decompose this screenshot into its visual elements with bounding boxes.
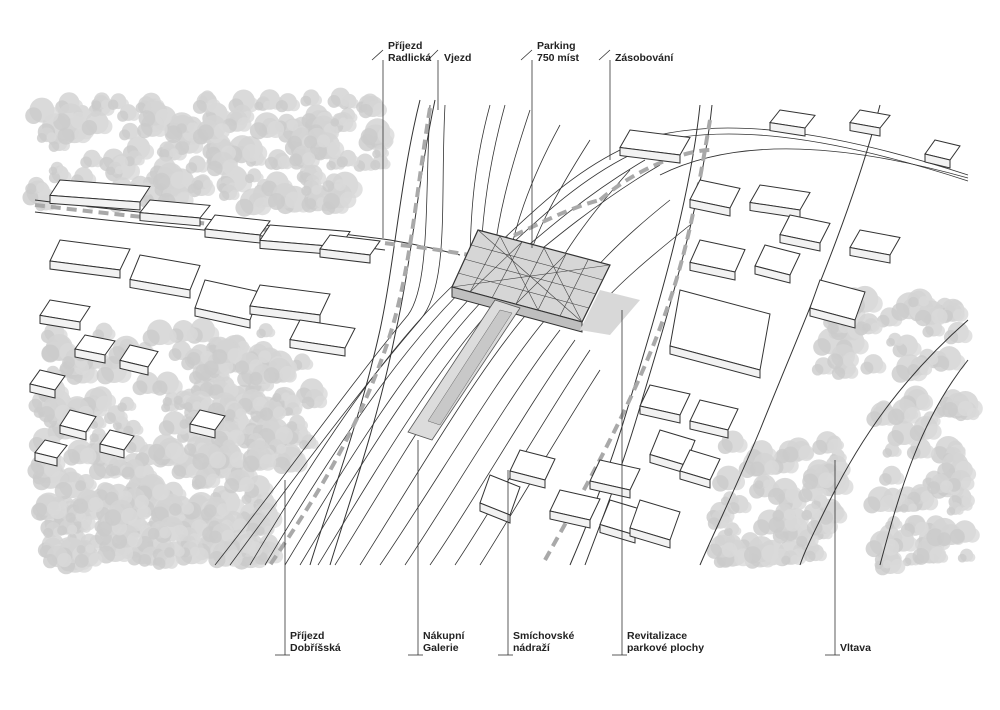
building [74, 334, 116, 364]
building [849, 109, 891, 137]
building [619, 129, 691, 164]
tree-icon [107, 93, 129, 110]
building [59, 409, 97, 441]
building [809, 279, 866, 329]
tree-icon [957, 548, 976, 563]
building [289, 319, 356, 357]
building [639, 384, 691, 424]
tree-icon [327, 87, 354, 108]
building [34, 439, 68, 467]
tree-icon [360, 118, 395, 146]
tree-icon [879, 465, 905, 486]
parking-structure [451, 229, 611, 333]
building [99, 429, 135, 459]
building [119, 344, 159, 376]
tree-icon [192, 91, 221, 114]
tree-icon [148, 434, 183, 461]
building [849, 229, 901, 264]
building [39, 299, 91, 331]
building [129, 254, 201, 299]
tree-icon [25, 176, 48, 195]
leader-lines [275, 49, 840, 656]
building [479, 474, 521, 524]
building [769, 109, 816, 137]
building [319, 234, 381, 264]
building [749, 184, 811, 219]
building [629, 499, 681, 549]
park-plaza [580, 290, 640, 335]
tree-icon [943, 321, 973, 345]
tree-icon [244, 168, 264, 184]
label-zasobovani: Zásobování [615, 52, 674, 64]
building [549, 489, 601, 529]
building [509, 449, 556, 489]
tree-icon [275, 93, 301, 113]
building [689, 239, 746, 281]
label-vltava: Vltava [840, 642, 871, 654]
building [189, 409, 226, 439]
building [924, 139, 961, 169]
tree-icon [152, 371, 183, 396]
building [249, 284, 331, 324]
tree-icon [885, 515, 903, 530]
tree-icon [256, 323, 276, 339]
tree-icon [25, 97, 59, 124]
building [589, 459, 641, 499]
building [194, 279, 261, 329]
label-vjezd: Vjezd [444, 52, 472, 64]
building [49, 179, 151, 211]
building [139, 199, 211, 227]
building [669, 289, 771, 379]
building [49, 239, 131, 279]
building [779, 214, 831, 252]
tree-icon [300, 89, 322, 107]
building [204, 214, 271, 244]
tree-icon [886, 332, 904, 347]
building [754, 244, 801, 284]
buildings [29, 109, 961, 549]
tree-icon [48, 161, 66, 175]
building [29, 369, 66, 399]
tree-icon [812, 431, 843, 455]
building [689, 179, 741, 217]
tree-icon [193, 174, 214, 190]
building [649, 429, 696, 474]
tree-icon [142, 319, 177, 347]
building [679, 449, 721, 489]
tree-icon [249, 112, 285, 140]
building [689, 399, 739, 439]
tree-icon [117, 396, 137, 412]
tree-icon [185, 155, 209, 174]
shopping-gallery [407, 299, 521, 441]
tree-icon [860, 354, 887, 375]
rail-tracks [214, 104, 969, 566]
